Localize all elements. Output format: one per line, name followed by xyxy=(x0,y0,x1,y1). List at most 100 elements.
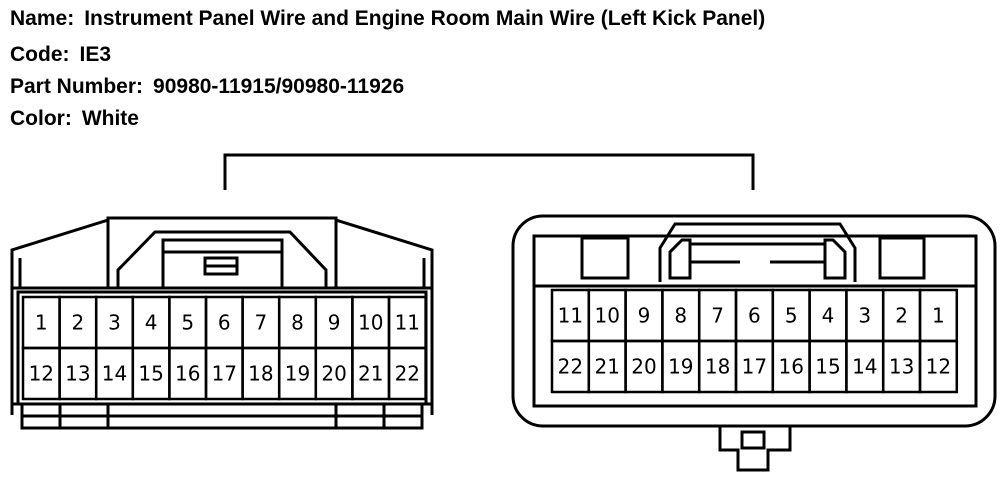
pin-cell: 4 xyxy=(131,295,171,350)
connector-name: Name: Instrument Panel Wire and Engine Ro… xyxy=(10,6,765,32)
pin-number: 6 xyxy=(748,304,761,328)
pin-cell: 8 xyxy=(277,295,318,350)
pin-number: 14 xyxy=(852,355,877,379)
pin-cell: 13 xyxy=(881,339,922,394)
left-housing xyxy=(10,216,434,415)
pin-number: 9 xyxy=(328,311,341,335)
pin-cell: 8 xyxy=(661,288,701,343)
mating-bracket xyxy=(223,153,755,190)
pin-cell: 16 xyxy=(771,339,811,394)
pin-cell: 5 xyxy=(771,288,811,343)
pin-number: 13 xyxy=(889,355,914,379)
pin-cell: 17 xyxy=(204,346,244,401)
pin-cell: 13 xyxy=(58,346,98,401)
pin-cell: 14 xyxy=(94,346,135,401)
pin-cell: 15 xyxy=(131,346,171,401)
pin-number: 1 xyxy=(35,311,48,335)
pin-cell: 22 xyxy=(550,339,591,394)
pin-number: 10 xyxy=(594,304,619,328)
pin-cell: 9 xyxy=(624,288,664,343)
pin-cell: 17 xyxy=(734,339,775,394)
pin-cell: 1 xyxy=(21,295,61,350)
pin-cell: 6 xyxy=(734,288,775,343)
pin-cell: 2 xyxy=(58,295,98,350)
pin-number: 21 xyxy=(594,355,619,379)
pin-number: 9 xyxy=(638,304,651,328)
name-value: Instrument Panel Wire and Engine Room Ma… xyxy=(84,7,766,30)
pin-cell: 10 xyxy=(351,295,391,350)
pin-number: 2 xyxy=(72,311,85,335)
pin-number: 19 xyxy=(285,362,310,386)
code-value: IE3 xyxy=(79,43,112,66)
pin-cell: 21 xyxy=(587,339,627,394)
pin-cavity xyxy=(387,346,427,401)
pin-number: 13 xyxy=(65,362,90,386)
pin-cell: 5 xyxy=(168,295,208,350)
left-connector xyxy=(10,216,434,430)
name-label: Name: xyxy=(10,7,75,30)
pin-number: 15 xyxy=(138,362,163,386)
part-number-value: 90980-11915/90980-11926 xyxy=(153,75,405,98)
pin-number: 12 xyxy=(926,355,951,379)
pin-number: 4 xyxy=(145,311,158,335)
pin-number: 19 xyxy=(668,355,693,379)
pin-cell: 22 xyxy=(387,346,427,401)
pin-number: 16 xyxy=(175,362,200,386)
color-value: White xyxy=(81,107,139,130)
pin-number: 3 xyxy=(108,311,121,335)
pin-cell: 10 xyxy=(587,288,627,343)
pin-number: 1 xyxy=(932,304,945,328)
pin-cell: 20 xyxy=(314,346,354,401)
pin-number: 10 xyxy=(358,311,383,335)
pin-number: 2 xyxy=(895,304,908,328)
right-bottom-latch xyxy=(718,426,792,472)
pin-cell: 12 xyxy=(21,346,61,401)
pin-number: 15 xyxy=(815,355,840,379)
right-connector xyxy=(511,214,997,472)
pin-cell: 11 xyxy=(550,288,591,343)
right-housing xyxy=(511,214,997,428)
pin-number: 17 xyxy=(742,355,767,379)
pin-cavity xyxy=(918,339,959,394)
pin-number: 7 xyxy=(255,311,268,335)
pin-number: 17 xyxy=(212,362,237,386)
pin-number: 22 xyxy=(395,362,420,386)
pin-number: 22 xyxy=(558,355,583,379)
pin-cell: 14 xyxy=(845,339,885,394)
pin-cell: 3 xyxy=(845,288,885,343)
pin-number: 12 xyxy=(29,362,54,386)
pin-number: 3 xyxy=(858,304,871,328)
pin-number: 5 xyxy=(785,304,798,328)
pin-cell: 16 xyxy=(168,346,208,401)
pin-number: 20 xyxy=(631,355,656,379)
pin-number: 5 xyxy=(181,311,194,335)
pin-number: 16 xyxy=(778,355,803,379)
pin-cell: 7 xyxy=(241,295,281,350)
pin-cell: 21 xyxy=(351,346,391,401)
pin-cell: 18 xyxy=(241,346,281,401)
pin-number: 8 xyxy=(674,304,687,328)
connector-code: Code:IE3 xyxy=(10,42,111,68)
pin-cell: 20 xyxy=(624,339,664,394)
pin-cell: 19 xyxy=(277,346,318,401)
pin-cell: 2 xyxy=(881,288,922,343)
pin-cell: 12 xyxy=(918,339,959,394)
pin-number: 11 xyxy=(395,311,420,335)
pin-cell: 15 xyxy=(808,339,848,394)
pin-number: 20 xyxy=(321,362,346,386)
pin-cell: 19 xyxy=(661,339,701,394)
pin-cell: 9 xyxy=(314,295,354,350)
pin-number: 14 xyxy=(102,362,127,386)
pin-cell: 3 xyxy=(94,295,135,350)
pin-cell: 1 xyxy=(918,288,959,343)
pin-cell: 11 xyxy=(387,295,427,350)
pin-number: 21 xyxy=(358,362,383,386)
pin-number: 18 xyxy=(248,362,273,386)
pin-number: 11 xyxy=(558,304,583,328)
connector-color: Color:White xyxy=(10,106,139,132)
pin-number: 8 xyxy=(291,311,304,335)
pin-cell: 4 xyxy=(808,288,848,343)
